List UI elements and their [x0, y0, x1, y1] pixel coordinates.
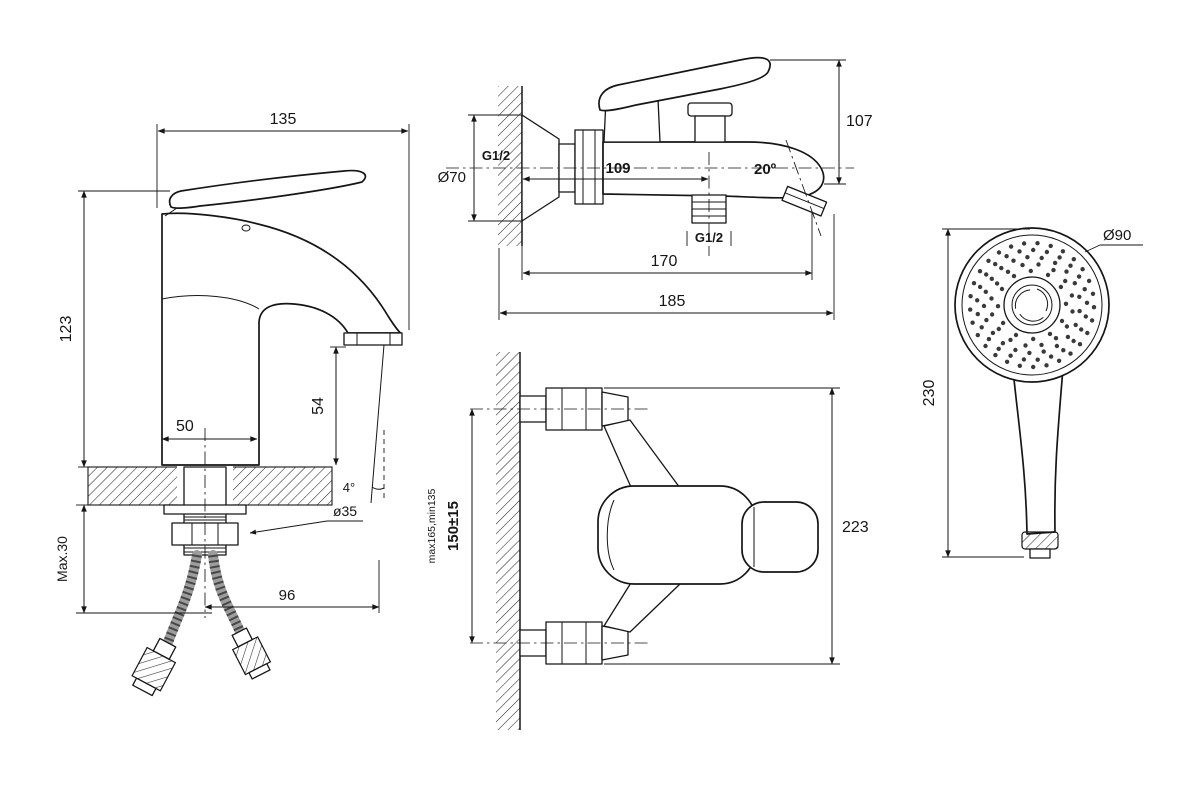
- diverter-knob: [687, 102, 733, 143]
- handle-end-cap: [1021, 531, 1059, 550]
- dim-basin-stream-angle: 4°: [343, 480, 355, 495]
- water-stream-line: [370, 344, 385, 504]
- faucet-handle: [168, 169, 367, 209]
- spray-nozzles: [968, 241, 1097, 370]
- wall-hatch: [496, 352, 520, 730]
- basin-dimensions: 135 123 54 50 Max.30 96 ø35 4°: [54, 111, 410, 618]
- dim-inlet-thread: G1/2: [482, 148, 510, 163]
- dim-basin-width: 135: [270, 111, 297, 128]
- mixer-handle-lever: [598, 56, 771, 112]
- dim-length-total: 185: [659, 293, 686, 310]
- dim-front-height: 223: [842, 519, 869, 536]
- spout-aerator: [781, 185, 828, 217]
- dim-spout-angle: 20º: [754, 161, 777, 178]
- dim-head-diameter: Ø90: [1103, 227, 1131, 244]
- wall-hatch: [498, 86, 522, 246]
- hose-nut: [231, 627, 272, 680]
- shower-head-view: [954, 227, 1110, 559]
- shower-dimensions: 230 Ø90: [921, 227, 1143, 558]
- hose-nut: [131, 637, 177, 697]
- dim-spout-projection: 109: [605, 160, 630, 177]
- dim-flange-diameter: Ø70: [438, 169, 466, 186]
- dim-basin-height: 123: [58, 316, 75, 343]
- dim-basin-deck-max: Max.30: [54, 536, 70, 582]
- selector-swirl: [1014, 288, 1049, 322]
- dim-basin-hose-offset: 96: [279, 587, 296, 604]
- dim-outlet-thread: G1/2: [695, 230, 723, 245]
- bath-mixer-side-view: [446, 56, 854, 256]
- dim-mixer-height: 107: [846, 113, 873, 130]
- dim-basin-spout-height: 54: [310, 397, 327, 415]
- faucet-body: [161, 212, 402, 466]
- supply-hoses: [131, 550, 272, 697]
- connection-nut: [574, 129, 604, 205]
- dim-shower-length: 230: [921, 380, 938, 407]
- mixer-front-dimensions: 150±15 max165,min135 223: [426, 387, 869, 665]
- dim-basin-hole-diameter: ø35: [333, 503, 357, 519]
- logo-mark: [241, 224, 251, 232]
- aerator: [343, 332, 403, 346]
- mixer-body-front: [597, 485, 757, 585]
- dim-inlet-range: max165,min135: [426, 488, 438, 563]
- dim-length-inner: 170: [651, 253, 678, 270]
- bath-mixer-front-view: [470, 352, 819, 730]
- mixer-side-dimensions: 107 Ø70 G1/2 109 20º G1/2 170 185: [438, 59, 873, 320]
- dim-inlet-centers: 150±15: [445, 501, 462, 551]
- shower-handle: [1012, 367, 1064, 535]
- mixer-handle-front: [741, 501, 819, 573]
- dim-basin-base-width: 50: [176, 418, 194, 435]
- basin-faucet-view: [87, 169, 403, 697]
